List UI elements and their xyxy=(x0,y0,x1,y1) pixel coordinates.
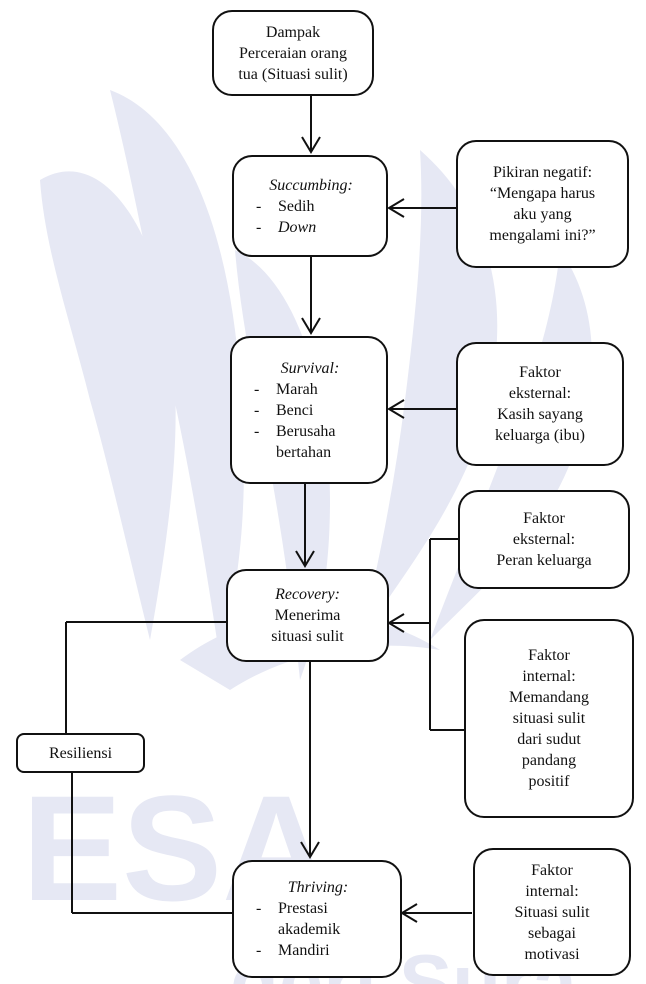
recovery-line: Menerima xyxy=(274,607,341,624)
list-dash: - xyxy=(256,218,262,236)
faktor-motivasi-line: sebagai xyxy=(528,924,576,942)
faktor-memandang-line: Faktor xyxy=(528,647,570,664)
survival-item: -Marah xyxy=(254,379,386,400)
survival-item: -Berusaha xyxy=(254,421,386,442)
arrowhead xyxy=(387,399,405,419)
pikiran-line: “Mengapa harus xyxy=(489,185,596,202)
pikiran-negatif-box: Pikiran negatif: “Mengapa harus aku yang… xyxy=(456,140,629,268)
faktor-motivasi-line: Faktor xyxy=(531,861,573,879)
dampak-box: Dampak Perceraian orang tua (Situasi sul… xyxy=(212,10,374,96)
succumbing-item: -Sedih xyxy=(256,196,386,217)
faktor-memandang-line: Memandang xyxy=(509,689,589,706)
arrowhead xyxy=(301,136,321,154)
faktor-peran-line: Faktor xyxy=(523,510,565,527)
faktor-motivasi-line: internal: xyxy=(525,882,579,900)
list-dash: - xyxy=(256,942,262,959)
faktor-memandang-line: positif xyxy=(528,773,570,790)
pikiran-line: aku yang xyxy=(513,206,572,223)
resiliensi-box: Resiliensi xyxy=(16,733,145,773)
faktor-memandang-box: Faktor internal: Memandang situasi sulit… xyxy=(464,619,634,818)
thriving-item: -Prestasi xyxy=(256,898,400,919)
faktor-memandang-line: situasi sulit xyxy=(512,710,586,727)
succumbing-box: Succumbing: -Sedih -Down xyxy=(232,155,388,257)
survival-item-label: Benci xyxy=(276,401,314,419)
arrowhead xyxy=(400,903,418,923)
pikiran-line: mengalami ini?” xyxy=(489,227,596,244)
list-dash: - xyxy=(254,422,260,440)
list-dash: - xyxy=(256,900,262,917)
faktor-kasih-box: Faktor eksternal: Kasih sayang keluarga … xyxy=(456,342,624,466)
pikiran-line: Pikiran negatif: xyxy=(492,164,593,181)
arrowhead xyxy=(387,198,405,218)
faktor-motivasi-line: motivasi xyxy=(524,945,580,963)
dampak-line-3: tua (Situasi sulit) xyxy=(238,65,348,83)
thriving-box: Thriving: -Prestasi akademik -Mandiri xyxy=(232,860,402,978)
faktor-memandang-line: pandang xyxy=(521,752,577,769)
faktor-kasih-line: Kasih sayang xyxy=(497,406,583,423)
thriving-item-label: Prestasi xyxy=(278,900,328,917)
thriving-item-cont-label: akademik xyxy=(278,921,341,938)
faktor-motivasi-box: Faktor internal: Situasi sulit sebagai m… xyxy=(473,848,631,976)
survival-item-cont: bertahan xyxy=(254,442,386,463)
list-dash: - xyxy=(254,401,260,419)
survival-item-label: Berusaha xyxy=(276,422,336,440)
faktor-kasih-line: keluarga (ibu) xyxy=(495,427,585,444)
arrowhead xyxy=(301,317,321,335)
succumbing-title: Succumbing: xyxy=(269,176,353,194)
resiliensi-label: Resiliensi xyxy=(48,744,113,762)
faktor-kasih-line: eksternal: xyxy=(508,385,572,402)
survival-item-label: Marah xyxy=(276,380,318,398)
thriving-item-label: Mandiri xyxy=(278,942,330,959)
faktor-memandang-line: dari sudut xyxy=(517,731,581,748)
recovery-box: Recovery: Menerima situasi sulit xyxy=(226,569,389,662)
survival-box: Survival: -Marah -Benci -Berusaha bertah… xyxy=(230,336,388,484)
thriving-title: Thriving: xyxy=(287,879,349,896)
list-dash: - xyxy=(254,380,260,398)
faktor-memandang-line: internal: xyxy=(522,668,576,685)
faktor-kasih-line: Faktor xyxy=(519,364,561,381)
list-dash: - xyxy=(256,197,262,215)
faktor-peran-line: Peran keluarga xyxy=(496,552,592,569)
succumbing-item-label: Sedih xyxy=(278,197,315,215)
thriving-item: -Mandiri xyxy=(256,940,400,961)
dampak-line-2: Perceraian orang xyxy=(239,44,347,62)
succumbing-item: -Down xyxy=(256,217,386,238)
recovery-line: situasi sulit xyxy=(271,628,344,645)
arrowhead xyxy=(295,550,315,568)
thriving-item-cont: akademik xyxy=(256,919,400,940)
faktor-motivasi-line: Situasi sulit xyxy=(514,903,590,921)
arrowhead xyxy=(387,613,405,633)
faktor-peran-box: Faktor eksternal: Peran keluarga xyxy=(458,490,630,589)
dampak-line-1: Dampak xyxy=(265,23,321,41)
survival-item-cont-label: bertahan xyxy=(276,443,332,461)
recovery-title: Recovery: xyxy=(275,586,340,603)
survival-title: Survival: xyxy=(280,359,340,377)
faktor-peran-line: eksternal: xyxy=(512,531,576,548)
survival-item: -Benci xyxy=(254,400,386,421)
succumbing-item-label: Down xyxy=(278,218,317,236)
arrowhead xyxy=(300,841,320,859)
